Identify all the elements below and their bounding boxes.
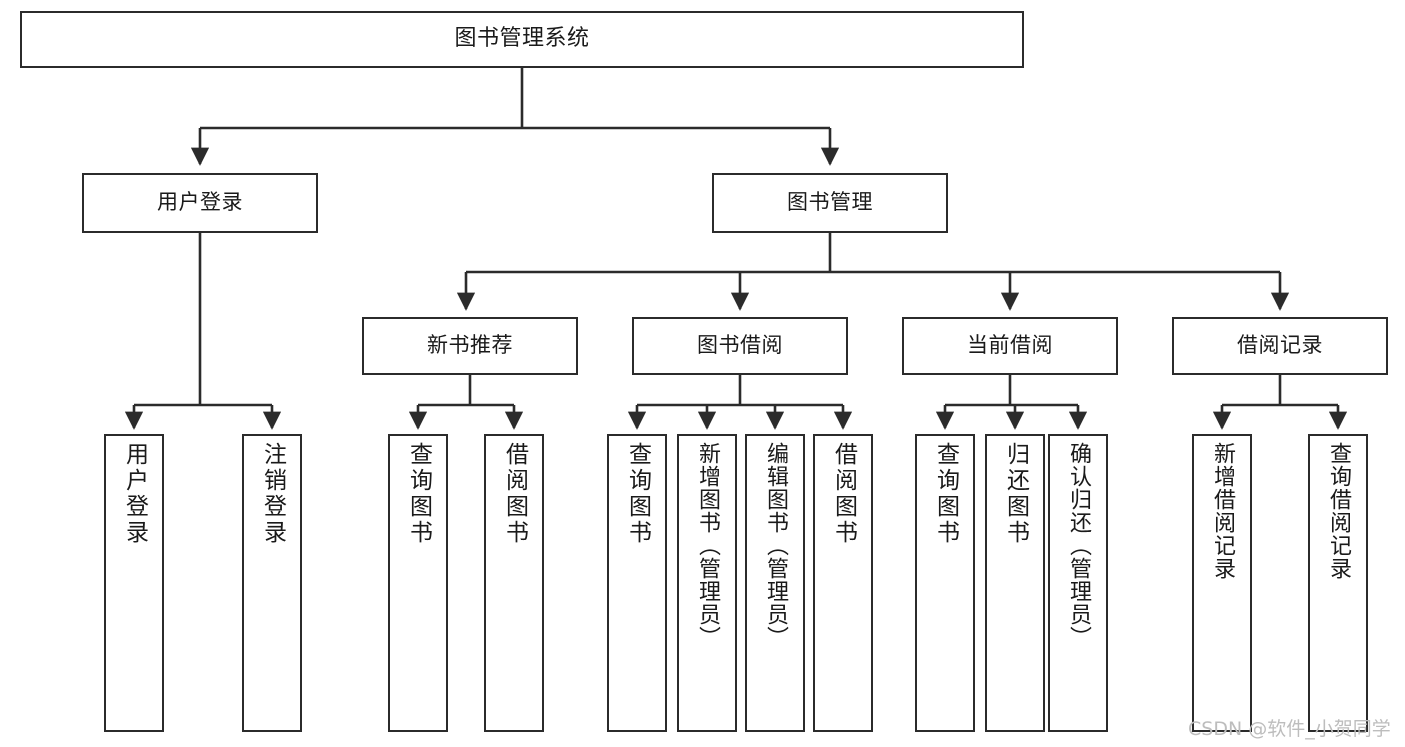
leaf-logout[interactable]: 注销登录 <box>242 434 302 732</box>
node-borrow-records[interactable]: 借阅记录 <box>1172 317 1388 375</box>
node-label: 查询图书 <box>405 442 432 546</box>
leaf-edit-book-admin[interactable]: 编辑图书（管理员） <box>745 434 805 732</box>
node-label: 查询图书 <box>932 442 959 546</box>
node-label: 图书管理 <box>787 190 873 215</box>
node-label: 归还图书 <box>1002 442 1029 546</box>
leaf-query-book-current[interactable]: 查询图书 <box>915 434 975 732</box>
node-label: 图书管理系统 <box>454 26 590 52</box>
node-book-management[interactable]: 图书管理 <box>712 173 948 233</box>
node-label: 借阅记录 <box>1237 333 1323 358</box>
node-label: 编辑图书（管理员） <box>763 442 788 649</box>
leaf-add-borrow-record[interactable]: 新增借阅记录 <box>1192 434 1252 732</box>
node-current-borrow[interactable]: 当前借阅 <box>902 317 1118 375</box>
node-user-login[interactable]: 用户登录 <box>82 173 318 233</box>
node-book-borrow[interactable]: 图书借阅 <box>632 317 848 375</box>
node-label: 新增图书（管理员） <box>695 442 720 649</box>
leaf-return-book[interactable]: 归还图书 <box>985 434 1045 732</box>
watermark-text: CSDN @软件_小贺同学 <box>1188 718 1391 740</box>
node-label: 查询借阅记录 <box>1326 442 1351 580</box>
node-label: 查询图书 <box>624 442 651 546</box>
node-label: 图书借阅 <box>697 333 783 358</box>
leaf-confirm-return-admin[interactable]: 确认归还（管理员） <box>1048 434 1108 732</box>
leaf-query-book-new[interactable]: 查询图书 <box>388 434 448 732</box>
node-label: 用户登录 <box>157 190 243 215</box>
node-root-system[interactable]: 图书管理系统 <box>20 11 1024 68</box>
node-label: 新书推荐 <box>427 333 513 358</box>
leaf-borrow-book[interactable]: 借阅图书 <box>813 434 873 732</box>
leaf-borrow-book-new[interactable]: 借阅图书 <box>484 434 544 732</box>
node-new-book-recommend[interactable]: 新书推荐 <box>362 317 578 375</box>
node-label: 新增借阅记录 <box>1210 442 1235 580</box>
leaf-user-login[interactable]: 用户登录 <box>104 434 164 732</box>
node-label: 借阅图书 <box>501 442 528 546</box>
node-label: 用户登录 <box>121 442 148 546</box>
leaf-query-borrow-record[interactable]: 查询借阅记录 <box>1308 434 1368 732</box>
node-label: 确认归还（管理员） <box>1066 442 1091 649</box>
leaf-add-book-admin[interactable]: 新增图书（管理员） <box>677 434 737 732</box>
leaf-query-book-borrow[interactable]: 查询图书 <box>607 434 667 732</box>
node-label: 当前借阅 <box>967 333 1053 358</box>
node-label: 注销登录 <box>259 442 286 546</box>
node-label: 借阅图书 <box>830 442 857 546</box>
